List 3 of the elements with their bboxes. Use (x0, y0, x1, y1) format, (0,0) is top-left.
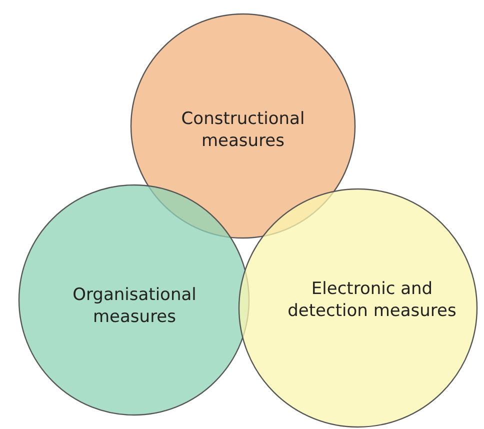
circle-label: Constructional measures (180, 108, 306, 152)
circle-label: Organisational measures (72, 284, 198, 328)
circle-label: Electronic and detection measures (286, 278, 458, 322)
